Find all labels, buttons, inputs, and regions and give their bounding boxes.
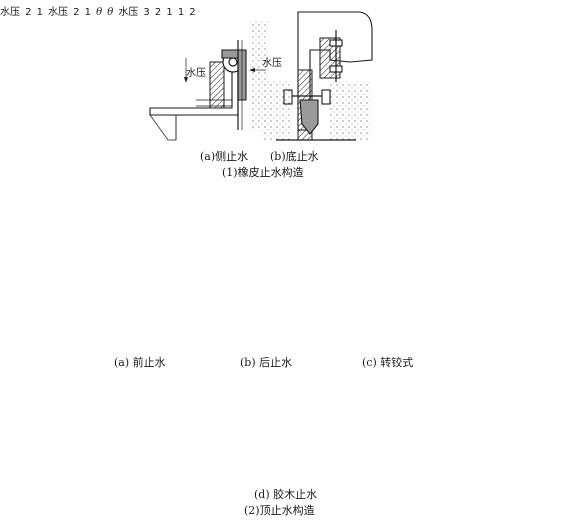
diagram-side-seal	[149, 20, 268, 141]
callout-1: 1	[36, 7, 43, 18]
angle-theta-label: θ	[96, 7, 103, 18]
callout-1: 1	[177, 7, 185, 18]
caption-front-seal: (a) 前止水	[114, 356, 166, 369]
section-title-rubber-seal: (1)橡皮止水构造	[222, 166, 304, 179]
caption-bakelite-seal: (d) 胶木止水	[254, 488, 318, 501]
water-pressure-label: 水压	[0, 7, 20, 18]
callout-2: 2	[73, 7, 80, 18]
caption-bottom-seal: (b)底止水	[270, 150, 319, 163]
caption-hinge-seal: (c) 转铰式	[362, 356, 414, 369]
callout-1: 1	[84, 7, 91, 18]
caption-side-seal: (a)侧止水	[200, 150, 249, 163]
water-pressure-label: 水压	[262, 57, 282, 69]
callout-2: 2	[25, 7, 32, 18]
water-pressure-label: 水压	[186, 67, 206, 79]
callout-3: 3	[143, 7, 150, 18]
callout-2: 2	[189, 7, 196, 18]
callout-1: 1	[166, 7, 173, 18]
caption-rear-seal: (b) 后止水	[240, 356, 293, 369]
diagram-bottom-seal	[262, 11, 373, 141]
callout-2: 2	[154, 7, 162, 18]
water-pressure-label: 水压	[48, 7, 69, 18]
section-title-top-seal: (2)顶止水构造	[244, 504, 315, 517]
angle-theta-label: θ	[107, 7, 114, 18]
water-pressure-label: 水压	[118, 7, 139, 18]
